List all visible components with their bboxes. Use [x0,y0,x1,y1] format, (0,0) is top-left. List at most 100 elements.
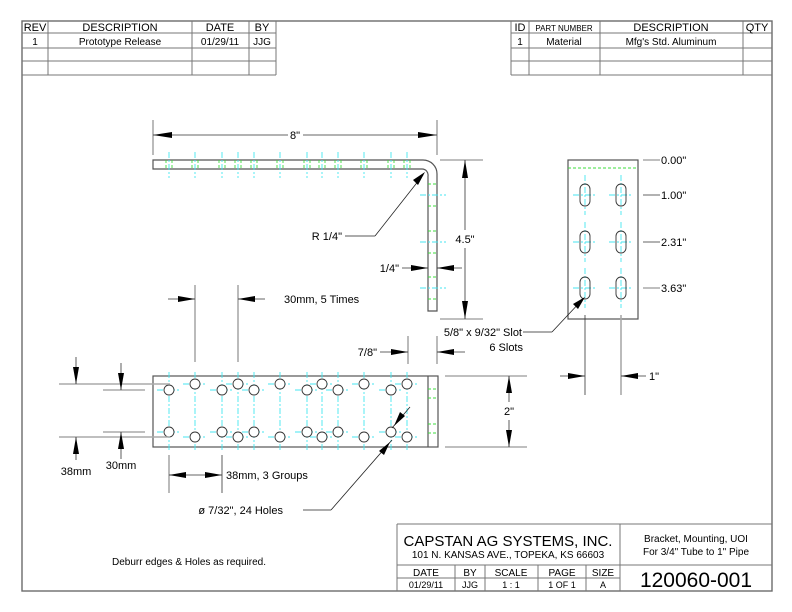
title-block: CAPSTAN AG SYSTEMS, INC. 101 N. KANSAS A… [396,523,772,592]
slot [579,230,591,254]
group-spacing-note: 38mm, 3 Groups [226,470,308,482]
arrow-icon [462,301,468,319]
parts-part-number-header: PART NUMBER [535,24,593,33]
slot [579,276,591,300]
hole [385,384,397,396]
hole [401,378,413,390]
parts-qty-header: QTY [746,22,769,34]
drawing-title-line-1: Bracket, Mounting, UOI [644,534,748,545]
hole [274,431,286,443]
arrow-icon [238,296,255,302]
scale-label: SCALE [495,568,528,579]
hole-pattern [157,372,419,452]
hole [189,378,201,390]
page-label: PAGE [548,568,575,579]
hole [316,431,328,443]
hole [216,426,228,438]
hole [232,431,244,443]
slot-count: 6 Slots [489,342,523,354]
arrow-icon [621,373,638,379]
hole-spacing-note: 30mm, 5 Times [284,294,360,306]
slot [615,276,627,300]
page-value: 1 OF 1 [548,580,576,590]
hole-callout: ø 7/32", 24 Holes [198,505,283,517]
side-view: 8" 4.5" 1/4" R 1/4" [152,120,483,320]
length-dimension: 8" [290,130,300,142]
top-view: 30mm, 5 Times 7/8" 2" 38mm 30mm [59,285,527,517]
hidden-hole-lines [165,152,446,300]
sheet-border [21,20,773,592]
end-view: 0.00" 1.00" 2.31" 3.63" 5/8" x 9/32" Slo… [444,155,686,395]
arrow-icon [573,297,585,309]
size-value: A [600,580,606,590]
by-value: JJG [462,580,478,590]
date-value: 01/29/11 [409,580,443,590]
thickness-dimension: 1/4" [380,263,399,275]
hole [232,378,244,390]
station-1: 1.00" [661,190,686,202]
arrow-icon [73,437,79,454]
width-dimension: 2" [504,406,514,418]
hole [163,426,175,438]
hole [189,431,201,443]
hole [248,426,260,438]
slot [579,183,591,207]
general-note: Deburr edges & Holes as required. [112,557,266,568]
arrow-icon [568,373,585,379]
rev-date-header: DATE [206,22,235,34]
slot-group [573,175,633,308]
company-name: CAPSTAN AG SYSTEMS, INC. [404,533,613,550]
row-offset-30mm: 30mm [106,460,137,472]
size-label: SIZE [592,568,615,579]
drawing-number: 120060-001 [640,569,752,592]
station-3: 3.63" [661,283,686,295]
rev-row-1-rev: 1 [32,37,38,48]
arrow-icon [73,367,79,384]
hole [163,384,175,396]
rev-header: REV [24,22,47,34]
arrow-icon [462,160,468,178]
arrow-icon [394,412,405,426]
edge-offset-dimension: 7/8" [358,347,377,359]
slot [615,230,627,254]
hole [401,431,413,443]
parts-row-1-part-number: Material [546,37,582,48]
arrow-icon [205,472,222,478]
height-dimension: 4.5" [455,234,474,246]
parts-row-1-id: 1 [517,37,523,48]
hole [301,426,313,438]
rev-description-header: DESCRIPTION [82,22,157,34]
arrow-icon [437,265,454,271]
arrow-icon [118,373,124,390]
bracket-profile [152,159,438,312]
hole [358,431,370,443]
hole [216,384,228,396]
arrow-icon [506,376,512,393]
parts-description-header: DESCRIPTION [633,22,708,34]
parts-id-header: ID [515,22,526,34]
arrow-icon [437,349,454,355]
parts-row-1-description: Mfg's Std. Aluminum [626,37,717,48]
company-address: 101 N. KANSAS AVE., TOPEKA, KS 66603 [412,550,605,561]
hole [274,378,286,390]
end-view-outline [567,159,639,320]
station-2: 2.31" [661,237,686,249]
arrow-icon [153,132,172,138]
parts-list: ID PART NUMBER DESCRIPTION QTY 1 Materia… [510,21,772,76]
scale-value: 1 : 1 [502,580,520,590]
slot [615,183,627,207]
hole [301,384,313,396]
arrow-icon [506,430,512,447]
hole [332,384,344,396]
drawing-title-line-2: For 3/4" Tube to 1" Pipe [643,547,749,558]
station-0: 0.00" [661,155,686,167]
arrow-icon [118,432,124,449]
rev-row-1-description: Prototype Release [79,37,162,48]
arrow-icon [169,472,186,478]
arrow-icon [178,296,195,302]
top-view-outline [152,375,439,448]
date-label: DATE [413,568,439,579]
row-offset-38mm: 38mm [61,466,92,478]
hole [316,378,328,390]
